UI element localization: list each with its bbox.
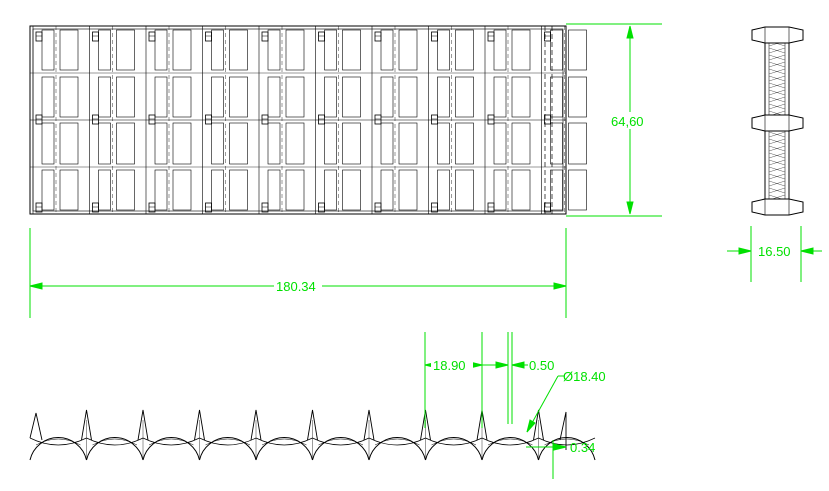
arrow-icon	[526, 419, 536, 433]
profile-segment	[194, 409, 257, 461]
profile-segment	[420, 409, 483, 461]
side-clip	[751, 114, 804, 132]
side-view	[751, 26, 804, 216]
front-view	[29, 25, 587, 215]
height-dimension-label: 64,60	[611, 114, 644, 129]
arrow-right-icon	[738, 247, 752, 255]
arrow-down-icon	[626, 201, 634, 215]
plate-column	[202, 26, 248, 214]
arrow-left-icon	[511, 361, 525, 369]
profile-segment	[250, 409, 313, 461]
profile-view	[29, 409, 596, 461]
length-dimension-label: 180.34	[276, 279, 316, 294]
profile-segment	[29, 437, 87, 461]
plate-column	[89, 26, 135, 214]
plate-column	[484, 26, 531, 214]
plate-column	[371, 26, 418, 214]
pitch-dimension-label: 18.90	[433, 358, 466, 373]
plate-column	[428, 26, 474, 214]
profile-segment	[363, 409, 426, 461]
side-clip	[751, 26, 804, 44]
arrow-up-icon	[626, 25, 634, 39]
offset-dimension-label: 0.34	[570, 440, 595, 455]
arrow-right-icon	[495, 361, 509, 369]
diameter-dimension-label: Ø18.40	[563, 369, 606, 384]
plate-column	[541, 26, 587, 214]
thickness-dimension-label: 16.50	[758, 244, 791, 259]
arrow-left-icon	[29, 282, 43, 290]
arrow-left-icon	[800, 247, 814, 255]
profile-segment	[533, 409, 596, 461]
arrow-right-icon	[553, 282, 567, 290]
plate-column	[32, 26, 79, 214]
arrow-left-icon	[553, 443, 567, 451]
gap-dimension-label: 0.50	[529, 358, 554, 373]
profile-segment	[137, 409, 200, 461]
plate-column	[145, 26, 192, 214]
plate-column	[315, 26, 361, 214]
side-clip	[751, 198, 804, 216]
profile-segment	[81, 409, 144, 461]
plate-column	[258, 26, 305, 214]
profile-segment	[307, 409, 370, 461]
